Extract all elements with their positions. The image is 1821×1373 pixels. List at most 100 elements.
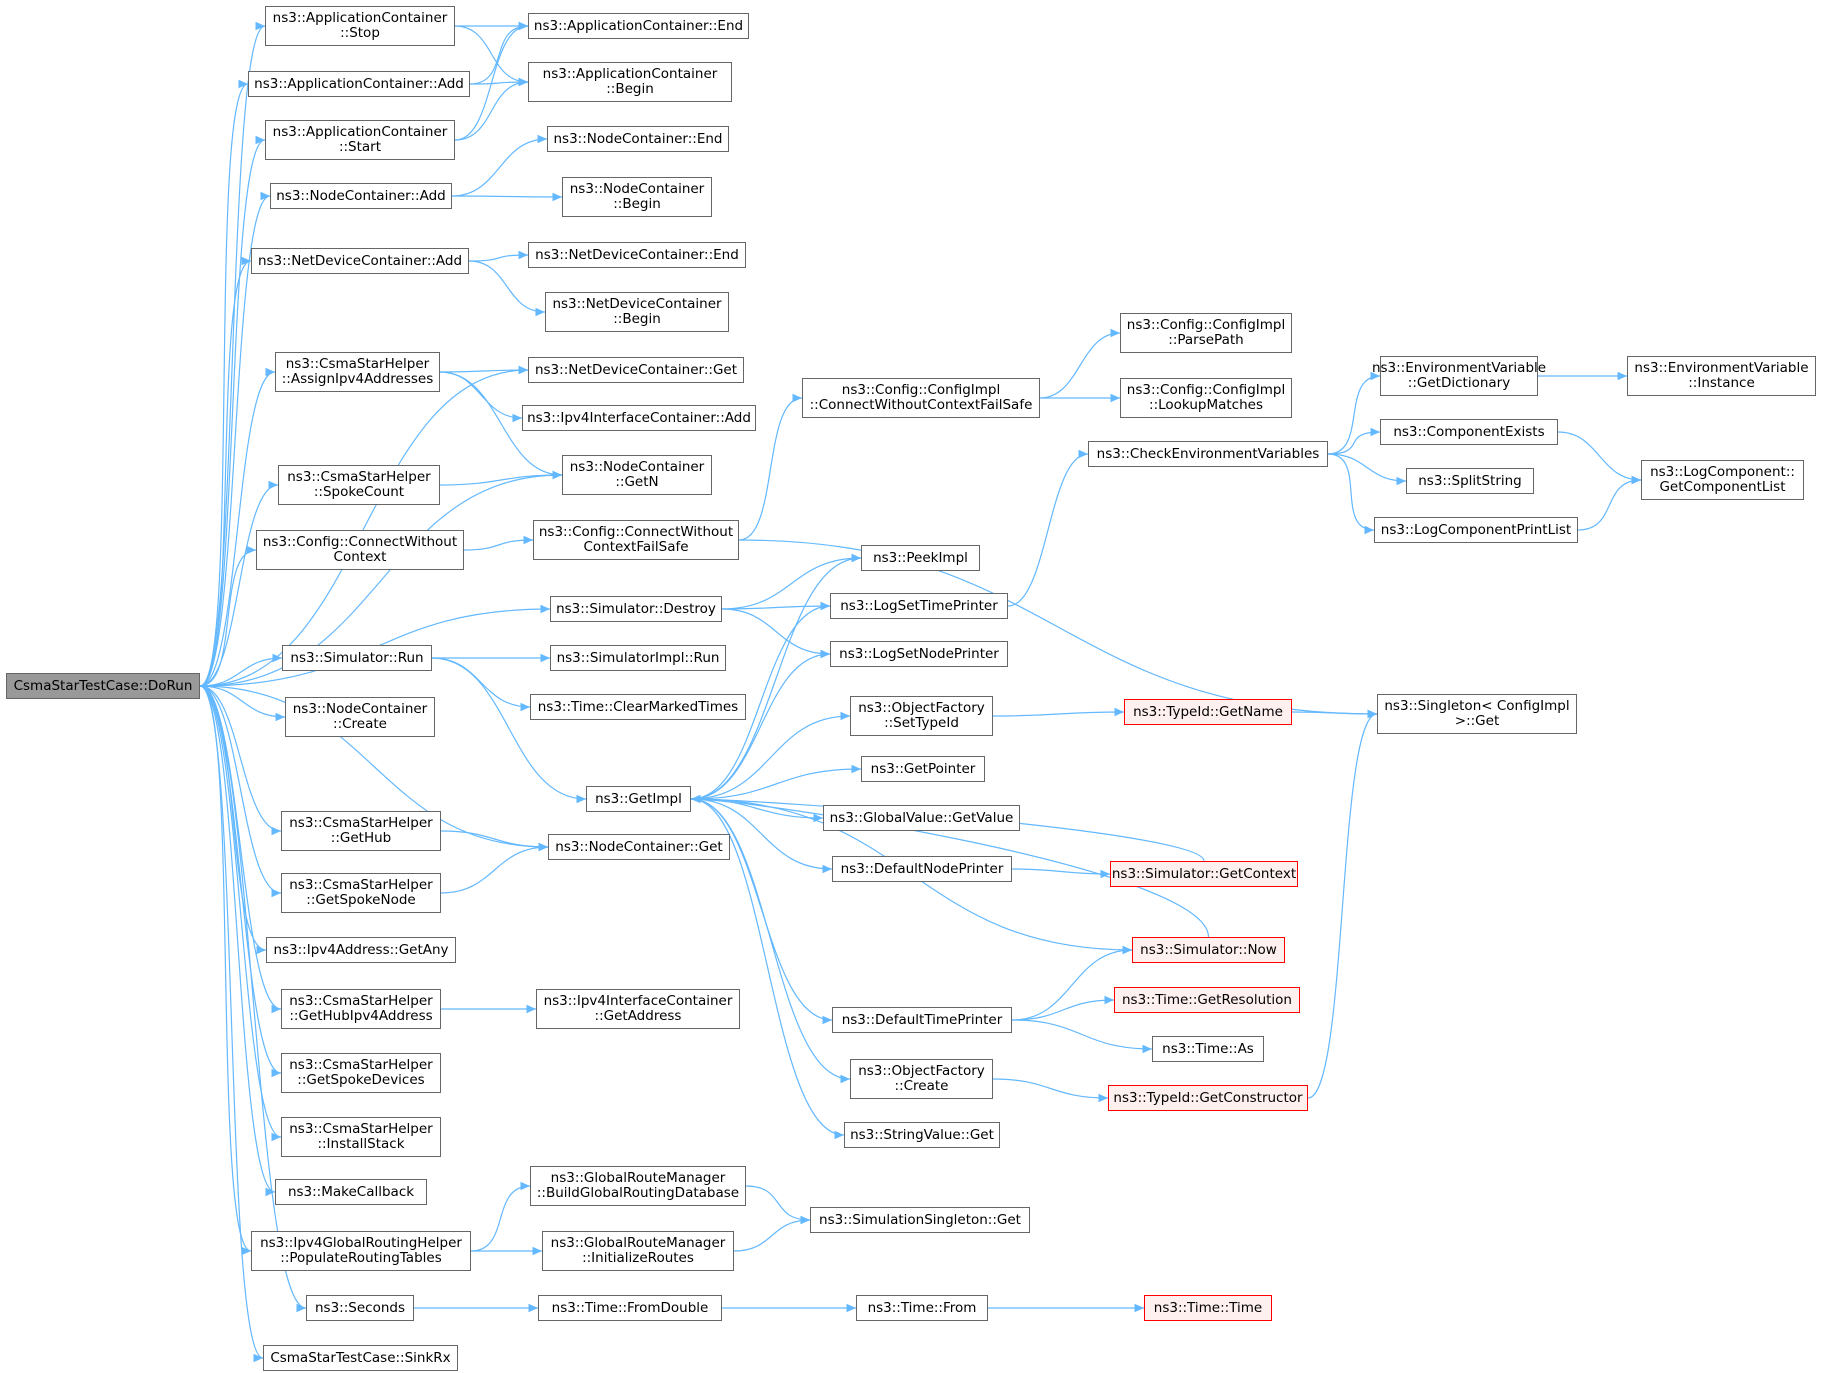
node-parse-path[interactable]: ns3::Config::ConfigImpl::ParsePath bbox=[1120, 313, 1292, 353]
node-label-line: ns3::Simulator::Run bbox=[290, 649, 424, 666]
edge-type-id-get-ctor-to-singleton-get bbox=[1307, 709, 1378, 1099]
node-time-time[interactable]: ns3::Time::Time bbox=[1144, 1295, 1272, 1321]
node-get-comp-list[interactable]: ns3::LogComponent::GetComponentList bbox=[1641, 460, 1804, 500]
node-type-id-get-ctor[interactable]: ns3::TypeId::GetConstructor bbox=[1108, 1085, 1308, 1111]
node-label-line: ns3::SimulatorImpl::Run bbox=[556, 649, 720, 666]
edge-def-node-printer-to-sim-get-context bbox=[1011, 868, 1111, 879]
edge-check-env-to-split-string bbox=[1327, 453, 1407, 486]
node-get-impl[interactable]: ns3::GetImpl bbox=[586, 786, 691, 812]
node-ndc-end[interactable]: ns3::NetDeviceContainer::End bbox=[528, 242, 746, 268]
node-sink-rx[interactable]: CsmaStarTestCase::SinkRx bbox=[263, 1345, 458, 1371]
edge-log-comp-print-to-get-comp-list bbox=[1577, 475, 1642, 531]
edge-root-to-app-start bbox=[199, 135, 266, 687]
node-log-set-time[interactable]: ns3::LogSetTimePrinter bbox=[830, 593, 1008, 619]
node-sim-now[interactable]: ns3::Simulator::Now bbox=[1132, 937, 1285, 963]
node-label-line: ::ConnectWithoutContextFailSafe bbox=[809, 397, 1033, 413]
node-time-get-res[interactable]: ns3::Time::GetResolution bbox=[1114, 987, 1300, 1013]
node-seconds[interactable]: ns3::Seconds bbox=[306, 1295, 414, 1321]
node-app-end[interactable]: ns3::ApplicationContainer::End bbox=[528, 13, 749, 39]
node-get-spoke-devices[interactable]: ns3::CsmaStarHelper::GetSpokeDevices bbox=[281, 1053, 441, 1093]
node-ipv4-ic-add[interactable]: ns3::Ipv4InterfaceContainer::Add bbox=[522, 405, 756, 431]
node-app-start[interactable]: ns3::ApplicationContainer::Start bbox=[265, 120, 455, 160]
node-sim-destroy[interactable]: ns3::Simulator::Destroy bbox=[550, 596, 722, 622]
node-get-hub[interactable]: ns3::CsmaStarHelper::GetHub bbox=[281, 811, 441, 851]
node-log-comp-print[interactable]: ns3::LogComponentPrintList bbox=[1374, 517, 1578, 543]
node-spoke-count[interactable]: ns3::CsmaStarHelper::SpokeCount bbox=[278, 465, 440, 505]
node-get-hub-ipv4[interactable]: ns3::CsmaStarHelper::GetHubIpv4Address bbox=[281, 989, 441, 1029]
node-env-get-dict[interactable]: ns3::EnvironmentVariable::GetDictionary bbox=[1372, 356, 1546, 396]
edge-sim-destroy-to-log-set-node bbox=[721, 608, 831, 659]
node-gv-get-value[interactable]: ns3::GlobalValue::GetValue bbox=[823, 805, 1020, 831]
edge-root-to-ndc-add bbox=[199, 256, 252, 687]
node-label-line: ns3::GetPointer bbox=[870, 760, 976, 777]
node-ndc-begin[interactable]: ns3::NetDeviceContainer::Begin bbox=[545, 292, 729, 332]
node-get-spoke-node[interactable]: ns3::CsmaStarHelper::GetSpokeNode bbox=[281, 873, 441, 913]
node-string-value-get[interactable]: ns3::StringValue::Get bbox=[844, 1122, 1000, 1148]
node-time-as[interactable]: ns3::Time::As bbox=[1152, 1036, 1264, 1062]
node-lookup-matches[interactable]: ns3::Config::ConfigImpl::LookupMatches bbox=[1120, 378, 1292, 418]
node-split-string[interactable]: ns3::SplitString bbox=[1406, 468, 1534, 494]
node-nc-get-n[interactable]: ns3::NodeContainer::GetN bbox=[562, 455, 712, 495]
node-nc-end[interactable]: ns3::NodeContainer::End bbox=[547, 126, 729, 152]
node-label-line: ns3::GlobalRouteManager bbox=[550, 1170, 726, 1186]
node-label-line: ns3::ApplicationContainer bbox=[272, 124, 448, 140]
edge-app-add-to-app-end bbox=[469, 21, 529, 85]
node-get-pointer[interactable]: ns3::GetPointer bbox=[861, 756, 985, 782]
node-grm-init[interactable]: ns3::GlobalRouteManager::InitializeRoute… bbox=[542, 1231, 734, 1271]
node-label-line: ns3::NodeContainer bbox=[292, 701, 428, 717]
node-install-stack[interactable]: ns3::CsmaStarHelper::InstallStack bbox=[281, 1117, 441, 1157]
node-root: CsmaStarTestCase::DoRun bbox=[6, 673, 200, 699]
node-label-line: ::GetHub bbox=[330, 830, 392, 846]
node-of-set-type-id[interactable]: ns3::ObjectFactory::SetTypeId bbox=[850, 696, 993, 736]
node-label-line: ::GetN bbox=[615, 474, 659, 490]
edge-root-to-nc-get-n bbox=[199, 470, 563, 687]
node-def-node-printer[interactable]: ns3::DefaultNodePrinter bbox=[832, 856, 1012, 882]
edge-nc-add-to-nc-end bbox=[451, 134, 548, 197]
node-clear-marked[interactable]: ns3::Time::ClearMarkedTimes bbox=[530, 694, 746, 720]
node-ndc-add[interactable]: ns3::NetDeviceContainer::Add bbox=[251, 248, 469, 274]
node-time-from[interactable]: ns3::Time::From bbox=[856, 1295, 988, 1321]
node-peek-impl[interactable]: ns3::PeekImpl bbox=[861, 545, 980, 571]
node-def-time-printer[interactable]: ns3::DefaultTimePrinter bbox=[832, 1007, 1012, 1033]
node-app-begin[interactable]: ns3::ApplicationContainer::Begin bbox=[528, 62, 732, 102]
node-log-set-node[interactable]: ns3::LogSetNodePrinter bbox=[830, 641, 1008, 667]
node-sim-impl-run[interactable]: ns3::SimulatorImpl::Run bbox=[550, 645, 726, 671]
node-ipv4-ic-get-addr[interactable]: ns3::Ipv4InterfaceContainer::GetAddress bbox=[536, 989, 740, 1029]
node-sim-run[interactable]: ns3::Simulator::Run bbox=[282, 645, 432, 671]
node-check-env[interactable]: ns3::CheckEnvironmentVariables bbox=[1088, 441, 1328, 467]
edge-of-create-to-type-id-get-ctor bbox=[992, 1078, 1109, 1103]
edge-sim-destroy-to-log-set-time bbox=[721, 601, 831, 611]
node-label-line: ns3::SplitString bbox=[1418, 472, 1522, 489]
node-nc-get[interactable]: ns3::NodeContainer::Get bbox=[548, 834, 730, 860]
node-comp-exists[interactable]: ns3::ComponentExists bbox=[1380, 419, 1558, 445]
node-env-instance[interactable]: ns3::EnvironmentVariable::Instance bbox=[1627, 356, 1816, 396]
node-label-line: ns3::Config::ConnectWithout bbox=[538, 524, 734, 540]
node-of-create[interactable]: ns3::ObjectFactory::Create bbox=[850, 1059, 993, 1099]
node-assign-ipv4[interactable]: ns3::CsmaStarHelper::AssignIpv4Addresses bbox=[275, 352, 440, 392]
node-singleton-get[interactable]: ns3::Singleton< ConfigImpl>::Get bbox=[1377, 694, 1577, 734]
node-label-line: ns3::NetDeviceContainer::Get bbox=[534, 361, 738, 378]
node-make-callback[interactable]: ns3::MakeCallback bbox=[275, 1179, 427, 1205]
node-app-stop[interactable]: ns3::ApplicationContainer::Stop bbox=[265, 6, 455, 46]
node-cfg-impl-connect[interactable]: ns3::Config::ConfigImpl::ConnectWithoutC… bbox=[802, 378, 1040, 418]
node-type-id-get-name[interactable]: ns3::TypeId::GetName bbox=[1124, 699, 1292, 725]
edge-root-to-nc-create bbox=[199, 685, 286, 722]
node-label-line: ns3::NetDeviceContainer bbox=[552, 296, 722, 312]
node-sim-singleton-get[interactable]: ns3::SimulationSingleton::Get bbox=[810, 1207, 1030, 1233]
node-app-add[interactable]: ns3::ApplicationContainer::Add bbox=[248, 71, 470, 97]
node-grm-build[interactable]: ns3::GlobalRouteManager::BuildGlobalRout… bbox=[530, 1166, 746, 1206]
node-populate-r-t[interactable]: ns3::Ipv4GlobalRoutingHelper::PopulateRo… bbox=[251, 1231, 471, 1271]
edge-root-to-app-add bbox=[199, 79, 249, 687]
node-nc-begin[interactable]: ns3::NodeContainer::Begin bbox=[562, 177, 712, 217]
node-nc-create[interactable]: ns3::NodeContainer::Create bbox=[285, 697, 435, 737]
node-ndc-get[interactable]: ns3::NetDeviceContainer::Get bbox=[528, 357, 744, 383]
node-sim-get-context[interactable]: ns3::Simulator::GetContext bbox=[1110, 861, 1298, 887]
node-label-line: ns3::NodeContainer::Get bbox=[555, 838, 723, 855]
node-time-from-double[interactable]: ns3::Time::FromDouble bbox=[538, 1295, 722, 1321]
node-ipv4-get-any[interactable]: ns3::Ipv4Address::GetAny bbox=[266, 937, 456, 963]
node-nc-add[interactable]: ns3::NodeContainer::Add bbox=[270, 183, 452, 209]
node-label-line: ns3::Simulator::GetContext bbox=[1111, 865, 1297, 882]
node-label-line: ns3::Ipv4InterfaceContainer bbox=[543, 993, 733, 1009]
